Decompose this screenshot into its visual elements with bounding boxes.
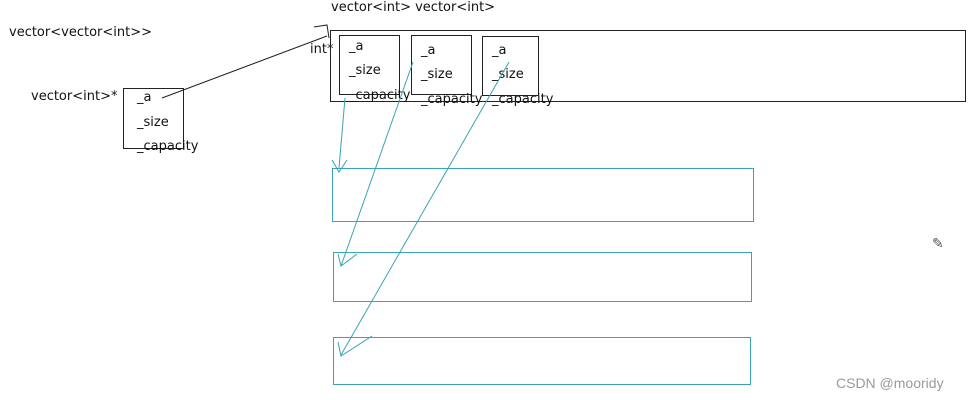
vector-3-field-capacity: _capacity bbox=[492, 92, 554, 107]
vector-block-3 bbox=[482, 36, 539, 96]
teal-arrow-1 bbox=[338, 97, 346, 169]
pencil-icon: ✎ bbox=[932, 236, 944, 252]
int-array-3 bbox=[333, 337, 751, 385]
outer-pointer-arrow bbox=[161, 35, 328, 99]
vector-3-field-size: _size bbox=[492, 67, 524, 82]
int-array-1 bbox=[332, 168, 754, 222]
vector-1-field-a: _a bbox=[349, 39, 364, 54]
watermark-text: CSDN @mooridy bbox=[836, 375, 944, 391]
outer-pointer-arrowhead bbox=[313, 24, 330, 39]
vector-1-field-size: _size bbox=[349, 63, 381, 78]
int-array-2 bbox=[333, 252, 752, 302]
outer-type-label: vector<vector<int>> bbox=[9, 25, 152, 40]
vector-1-field-capacity: _capacity bbox=[349, 88, 411, 103]
vector-2-field-capacity: _capacity bbox=[421, 92, 483, 107]
row-types-label: vector<int> vector<int> bbox=[331, 0, 496, 15]
pointer-block bbox=[123, 88, 184, 149]
outer-array-box bbox=[330, 30, 966, 102]
vector-3-field-a: _a bbox=[492, 43, 507, 58]
vector-2-field-a: _a bbox=[421, 43, 436, 58]
vector-2-field-size: _size bbox=[421, 67, 453, 82]
pointer-field-size: _size bbox=[137, 115, 169, 130]
outer-pointer-label: vector<int>* bbox=[31, 89, 118, 104]
pointer-field-capacity: _capacity bbox=[137, 139, 199, 154]
pointer-field-a: _a bbox=[137, 90, 152, 105]
